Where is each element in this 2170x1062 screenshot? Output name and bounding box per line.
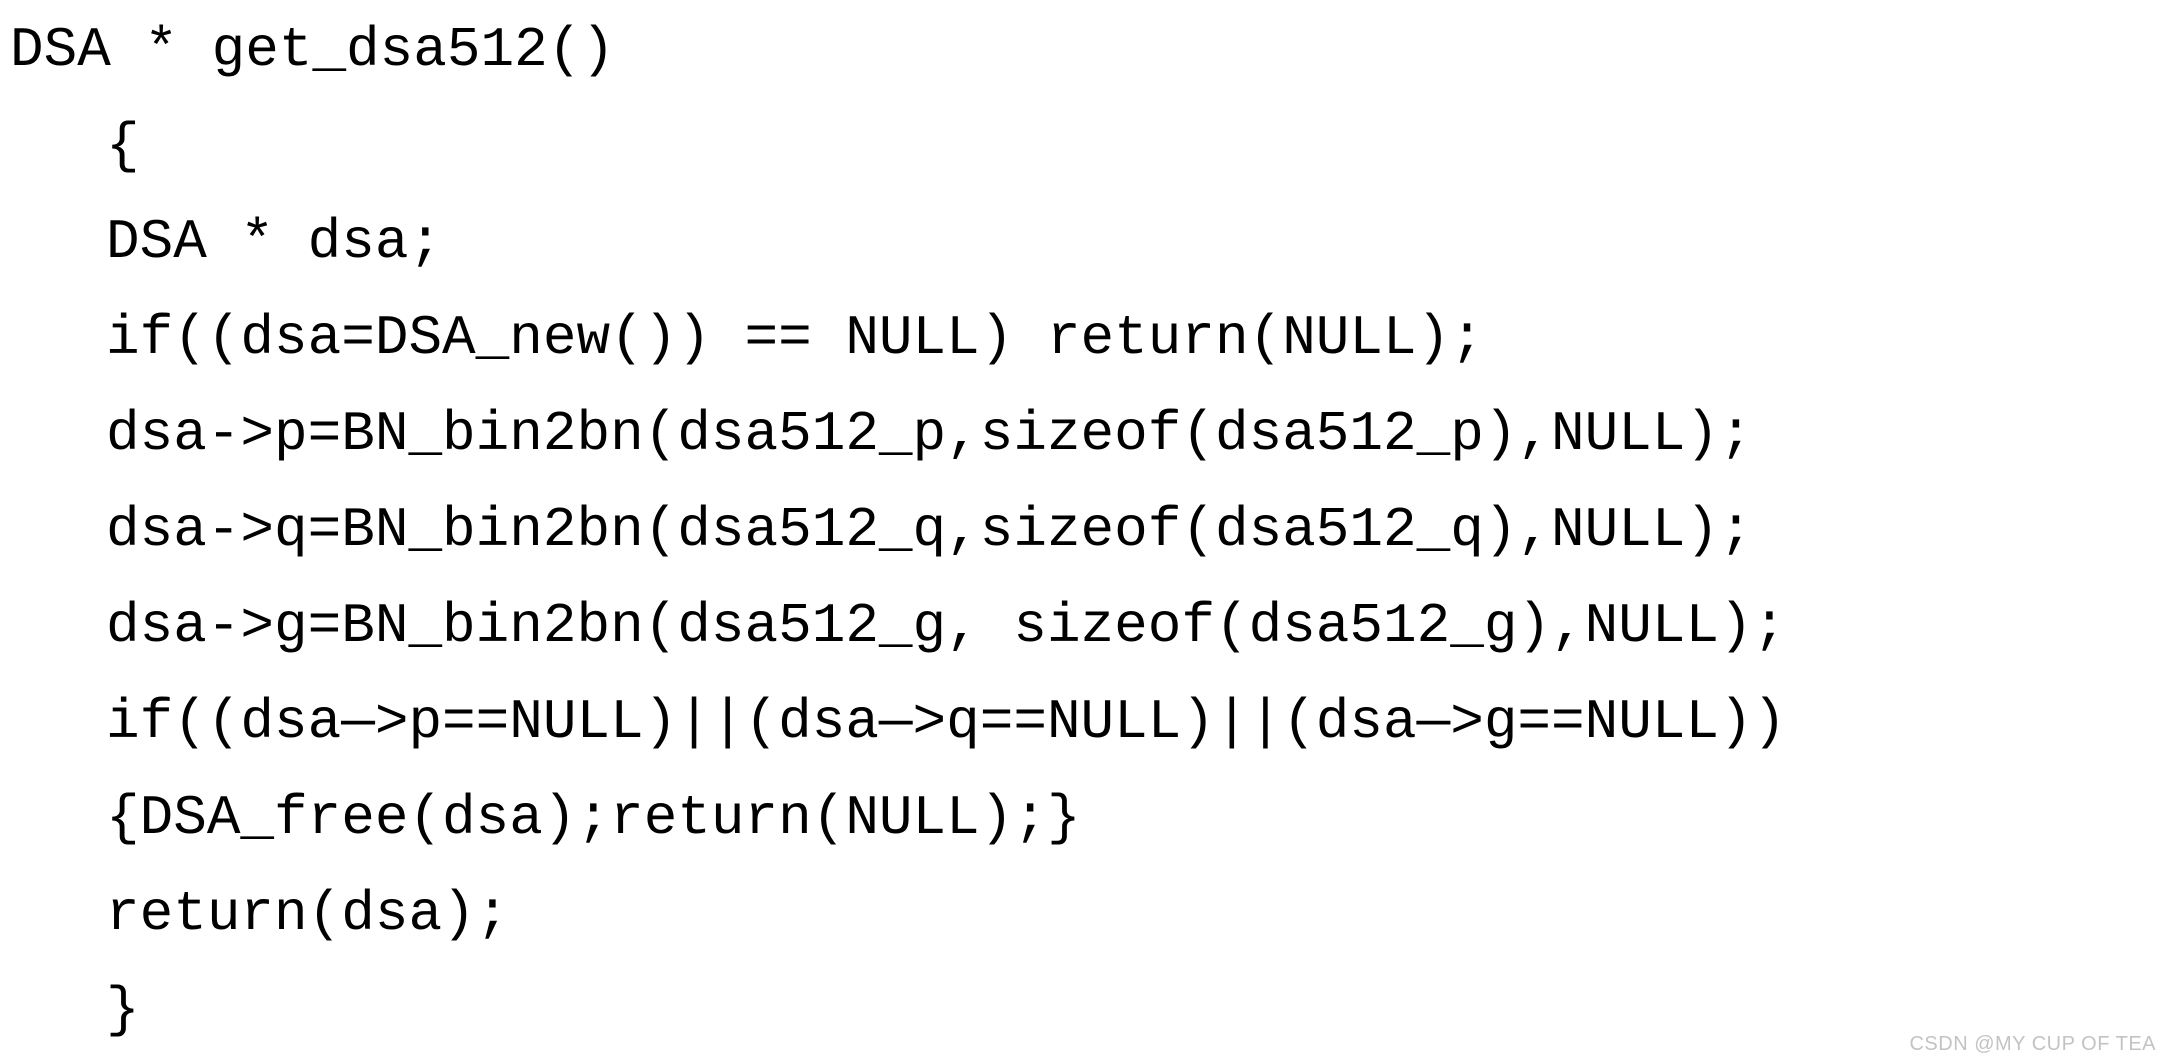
code-line: DSA * dsa; xyxy=(106,210,443,274)
code-line: if((dsa=DSA_new()) == NULL) return(NULL)… xyxy=(106,306,1484,370)
code-line: dsa->p=BN_bin2bn(dsa512_p,sizeof(dsa512_… xyxy=(106,402,1753,466)
watermark-text: CSDN @MY CUP OF TEA xyxy=(1909,1033,2156,1055)
code-line: } xyxy=(106,978,140,1042)
code-line: DSA * get_dsa512() xyxy=(10,18,615,82)
code-line: { xyxy=(106,114,140,178)
code-line: {DSA_free(dsa);return(NULL);} xyxy=(106,786,1081,850)
code-snippet: DSA * get_dsa512() { DSA * dsa; if((dsa=DSA… xyxy=(10,0,1786,1058)
code-line: if((dsa—>p==NULL)||(dsa—>q==NULL)||(dsa—… xyxy=(106,690,1787,754)
code-line: dsa->g=BN_bin2bn(dsa512_g, sizeof(dsa512… xyxy=(106,594,1787,658)
code-line: return(dsa); xyxy=(106,882,510,946)
code-line: dsa->q=BN_bin2bn(dsa512_q,sizeof(dsa512_… xyxy=(106,498,1753,562)
